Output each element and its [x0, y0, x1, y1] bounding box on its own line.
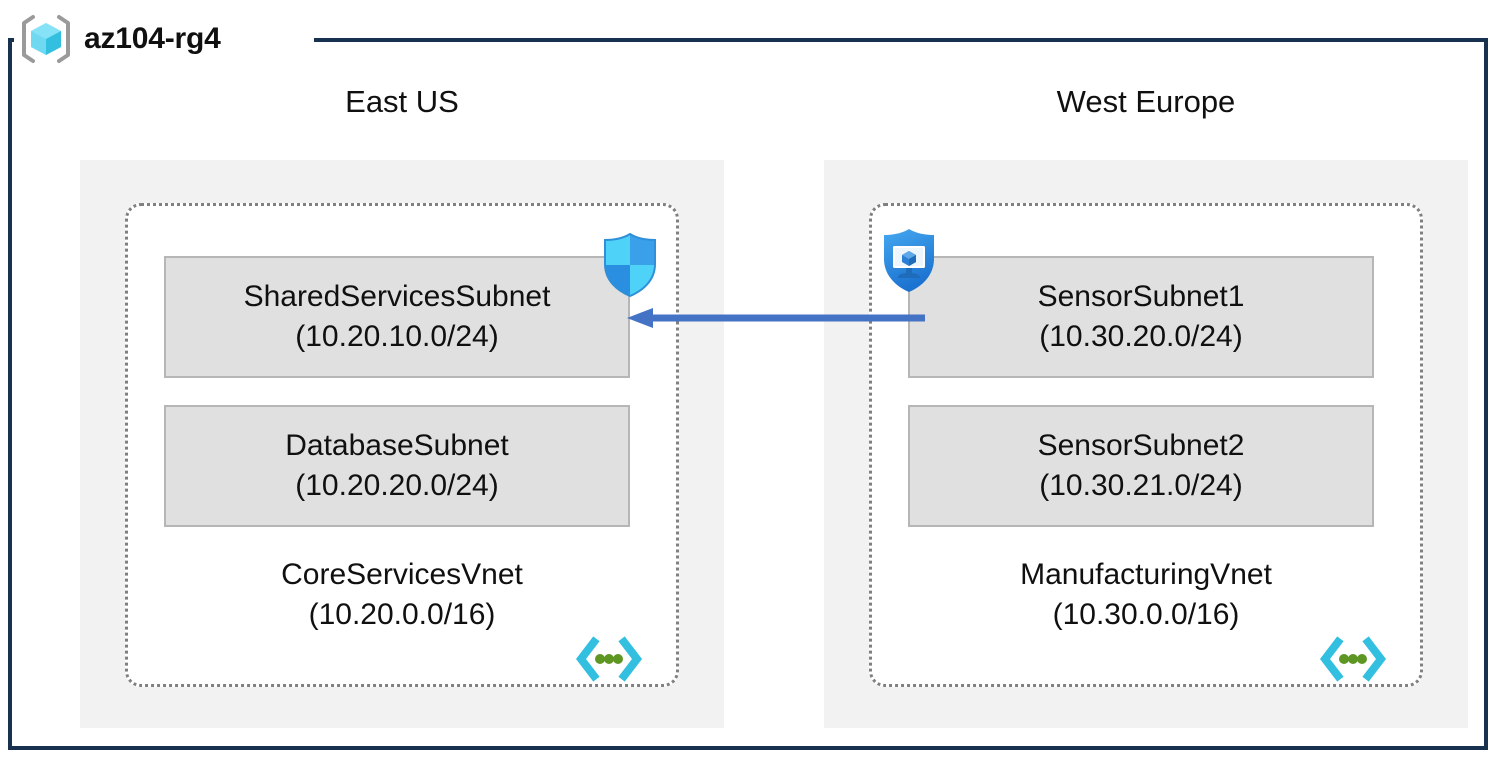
virtual-network-icon[interactable]	[1319, 636, 1387, 682]
subnet-sensor-1[interactable]: SensorSubnet1 (10.30.20.0/24)	[908, 256, 1374, 378]
virtual-network-icon[interactable]	[575, 636, 643, 682]
vnet-cidr: (10.30.0.0/16)	[1052, 598, 1240, 631]
vnet-name: ManufacturingVnet	[1020, 558, 1272, 591]
vnet-core-services[interactable]: SharedServicesSubnet (10.20.10.0/24)	[125, 203, 679, 687]
region-west-europe: West Europe SensorSubnet1 (10.30.20.0/24…	[824, 84, 1468, 732]
vnet-name: CoreServicesVnet	[281, 558, 523, 591]
protected-virtual-machine-shield-icon[interactable]	[873, 224, 945, 296]
network-security-group-shield-icon[interactable]	[594, 228, 666, 300]
region-label-east-us: East US	[345, 84, 459, 119]
subnet-sensor-2[interactable]: SensorSubnet2 (10.30.21.0/24)	[908, 405, 1374, 527]
region-label-west-europe: West Europe	[1056, 84, 1236, 119]
resource-group-title-gap	[14, 28, 314, 50]
subnet-name: DatabaseSubnet	[285, 429, 509, 462]
subnet-shared-services[interactable]: SharedServicesSubnet (10.20.10.0/24)	[164, 256, 630, 378]
vnet-manufacturing[interactable]: SensorSubnet1 (10.30.20.0/24)	[869, 203, 1423, 687]
resource-group-cube-icon	[18, 11, 74, 67]
resource-group-header: az104-rg4	[18, 10, 221, 68]
subnet-cidr: (10.30.21.0/24)	[1039, 469, 1243, 502]
vnet-peering-arrow	[625, 302, 925, 334]
subnet-cidr: (10.30.20.0/24)	[1039, 320, 1243, 353]
vnet-cidr: (10.20.0.0/16)	[308, 598, 496, 631]
subnet-name: SensorSubnet1	[1037, 280, 1245, 313]
resource-group-name: az104-rg4	[84, 22, 221, 55]
subnet-cidr: (10.20.10.0/24)	[295, 320, 499, 353]
subnet-name: SensorSubnet2	[1037, 429, 1245, 462]
subnet-cidr: (10.20.20.0/24)	[295, 469, 499, 502]
subnet-name: SharedServicesSubnet	[243, 280, 551, 313]
resource-group-frame	[8, 38, 1488, 750]
subnet-database[interactable]: DatabaseSubnet (10.20.20.0/24)	[164, 405, 630, 527]
region-east-us: East US SharedServicesSubnet (10.20.10.0…	[80, 84, 724, 732]
